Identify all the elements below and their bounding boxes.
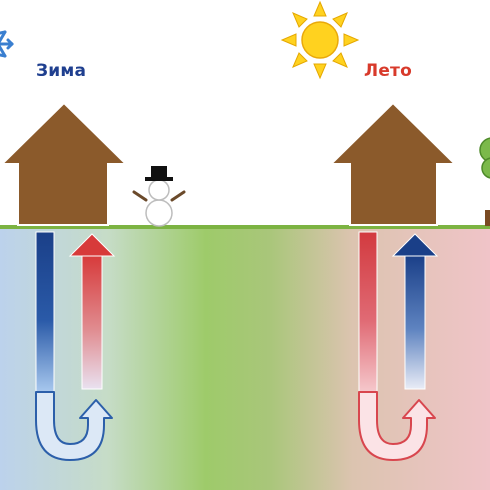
- winter-label: Зима: [36, 61, 87, 81]
- summer-up-arrow: [391, 233, 439, 390]
- sun-icon: [280, 0, 360, 80]
- winter-down-arrow: [35, 231, 55, 393]
- summer-down-arrow: [358, 231, 378, 393]
- tree-icon: [479, 137, 490, 226]
- snowman-icon: [132, 166, 186, 227]
- snowflake-icon: [0, 30, 14, 58]
- ground-surface-line: [0, 225, 490, 229]
- winter-up-arrow: [68, 233, 116, 390]
- house-winter: [0, 101, 129, 226]
- house-summer: [328, 101, 458, 226]
- winter-loop-bend: [35, 391, 113, 461]
- summer-label: Лето: [364, 61, 412, 81]
- summer-loop-bend: [358, 391, 436, 461]
